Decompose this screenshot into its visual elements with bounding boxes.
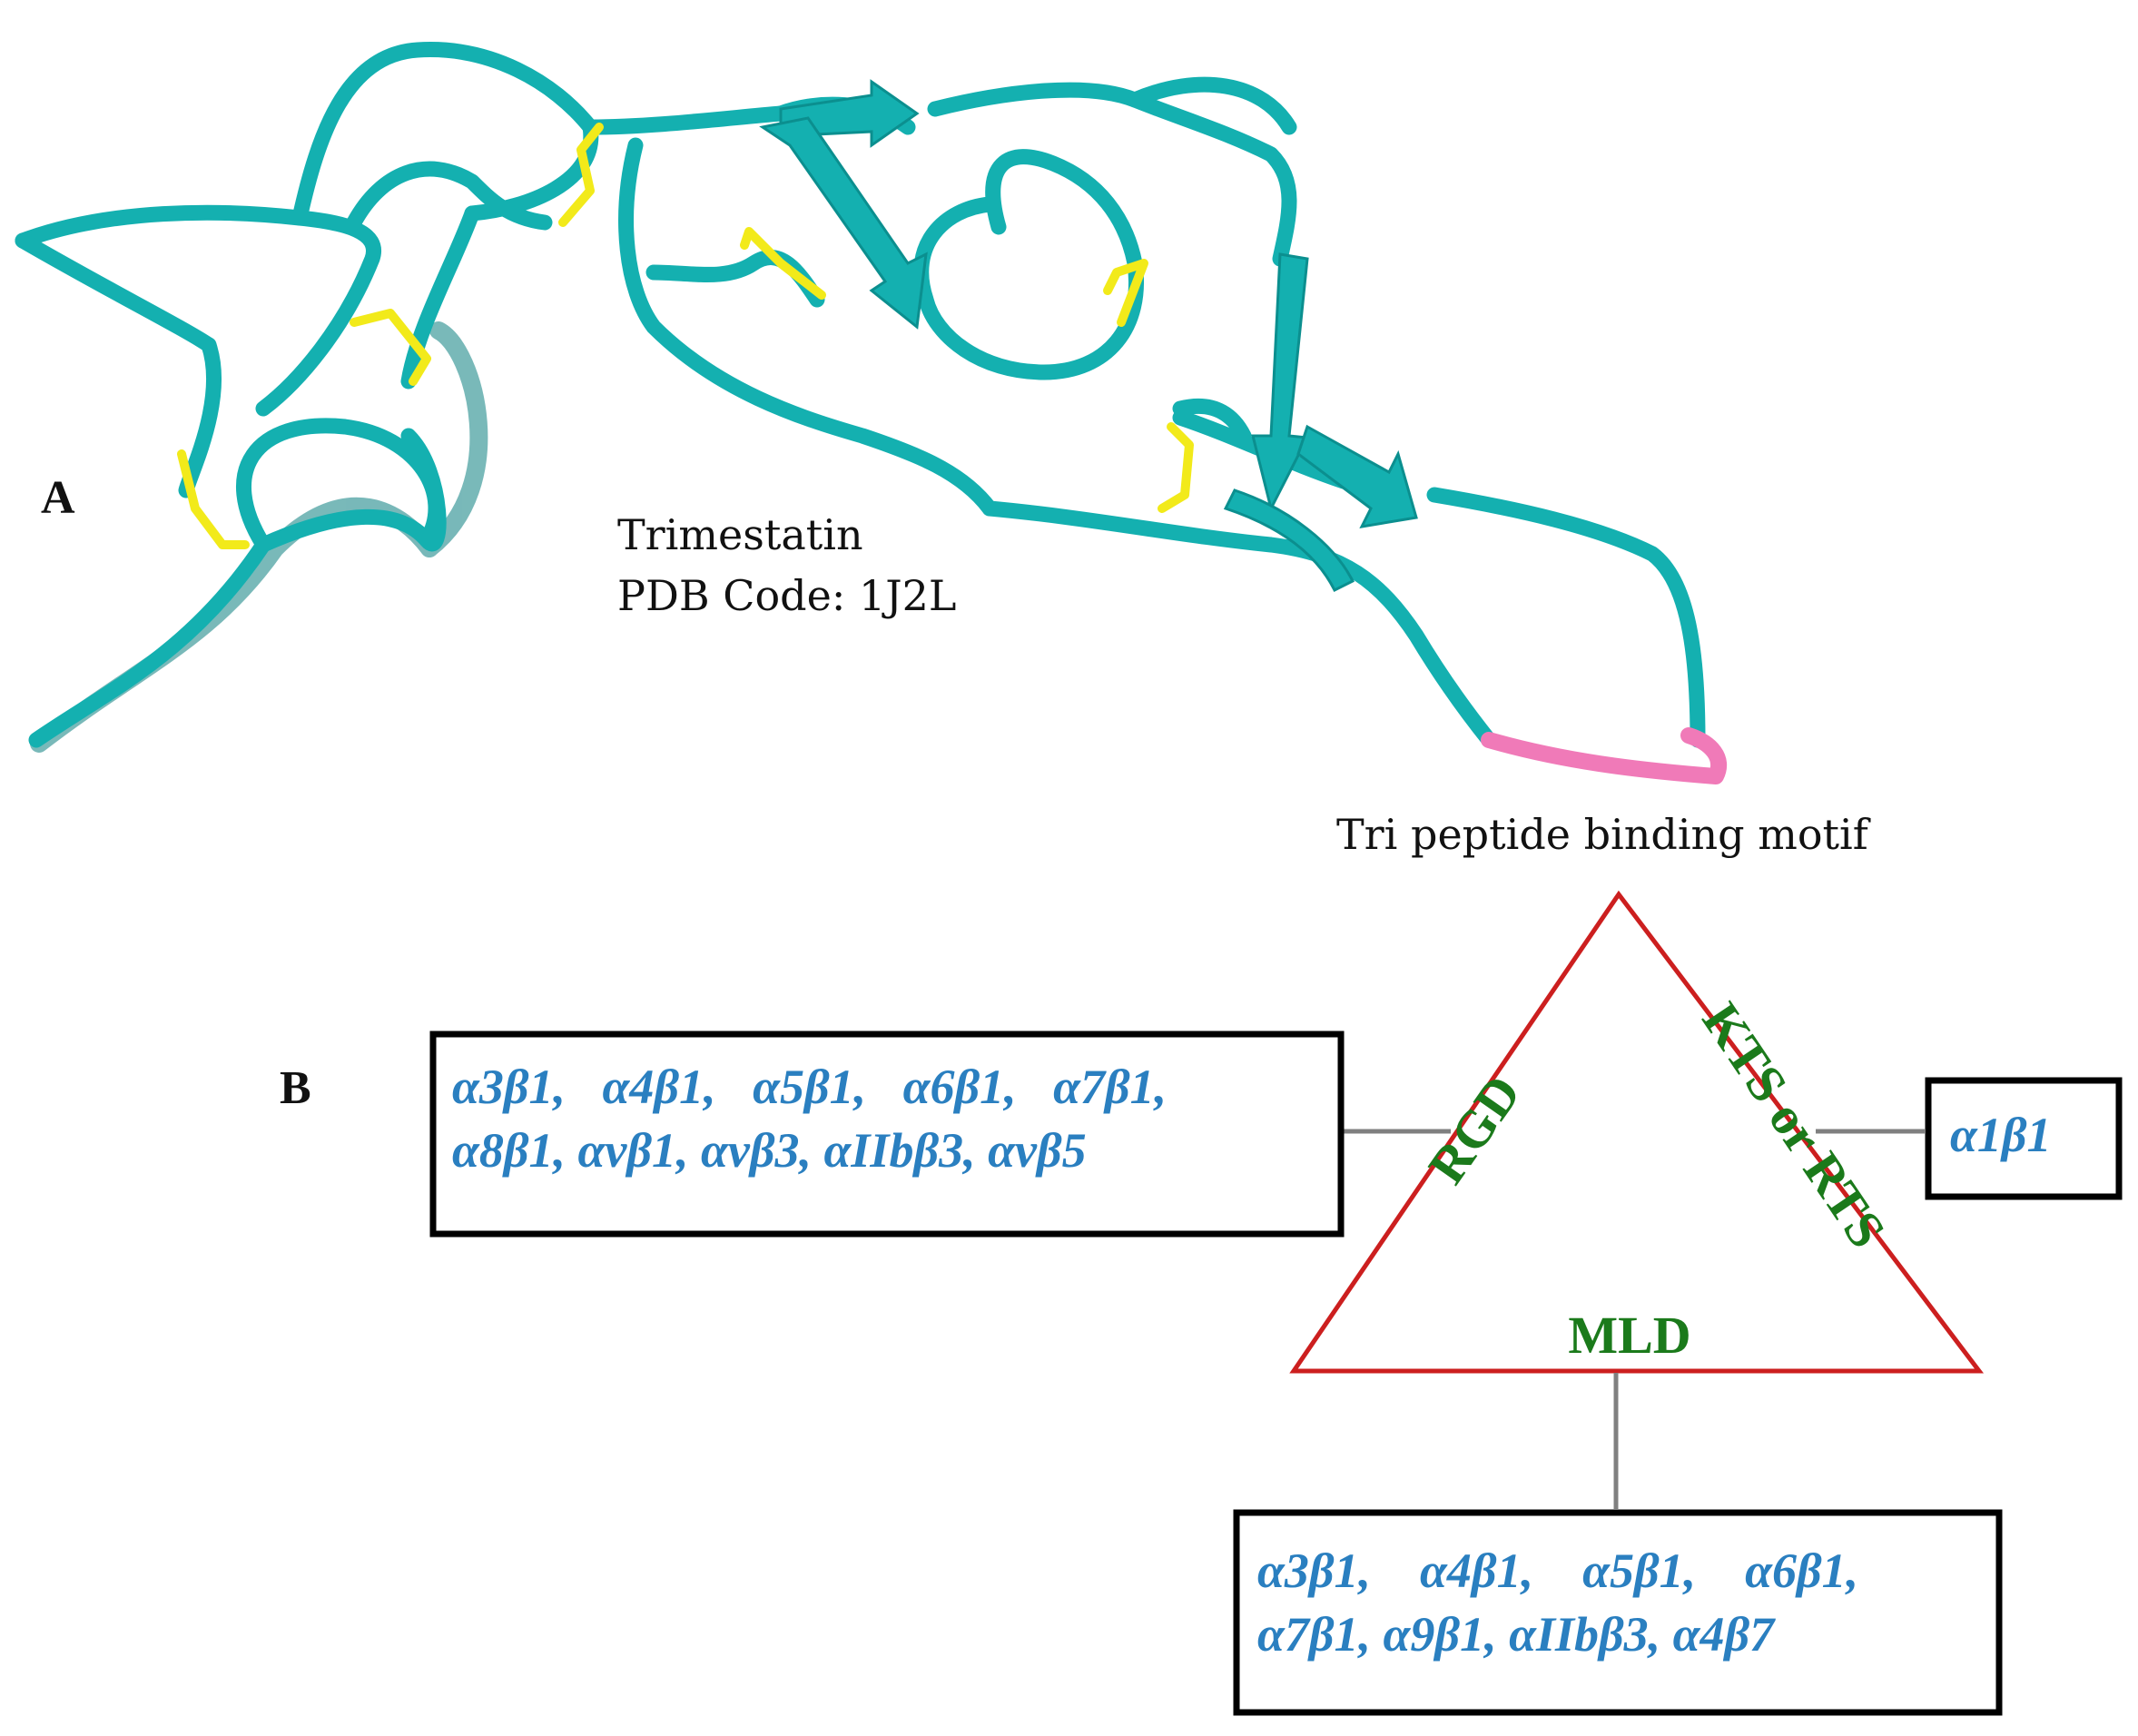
rgd-integrins-line1: α3β1, α4β1, α5β1, α6β1, α7β1, — [452, 1060, 1167, 1114]
disulfide-bonds — [177, 123, 1194, 549]
connectors — [1342, 1129, 1925, 1509]
mld-label: MLD — [1568, 1306, 1690, 1365]
protein-name: Trimestatin — [617, 510, 863, 559]
kts-rts-label: KTS or RTS — [1691, 992, 1897, 1258]
kts-integrins-line1: α1β1 — [1950, 1108, 2052, 1162]
protein-structure — [15, 42, 1728, 784]
panel-a-label: A — [41, 472, 75, 524]
rgd-box-frame — [429, 1031, 1345, 1238]
pdb-code: PDB Code: 1J2L — [617, 571, 956, 620]
backbone-ribbon — [15, 42, 1706, 748]
binding-motif-loop — [1481, 727, 1728, 784]
mld-integrin-box: α3β1, α4β1, α5β1, α6β1, α7β1, α9β1, αIIb… — [1233, 1509, 2003, 1716]
rgd-integrins-line2: α8β1, αvβ1, αvβ3, αIIbβ3, αvβ5 — [452, 1123, 1087, 1178]
mld-integrins-line1: α3β1, α4β1, α5β1, α6β1, — [1257, 1544, 1858, 1598]
panel-b-label: B — [280, 1062, 311, 1114]
mld-box-frame — [1233, 1509, 2003, 1716]
kts-box-frame — [1925, 1077, 2123, 1200]
rgd-integrin-box: α3β1, α4β1, α5β1, α6β1, α7β1, α8β1, αvβ1… — [429, 1031, 1345, 1238]
beta-sheets — [759, 79, 1418, 593]
mld-integrins-line2: α7β1, α9β1, αIIbβ3, α4β7 — [1257, 1607, 1776, 1662]
kts-integrin-box: α1β1 — [1925, 1077, 2123, 1200]
motif-caption: Tri peptide binding motif — [1336, 810, 1871, 859]
binding-motif-triangle — [1289, 890, 1985, 1374]
